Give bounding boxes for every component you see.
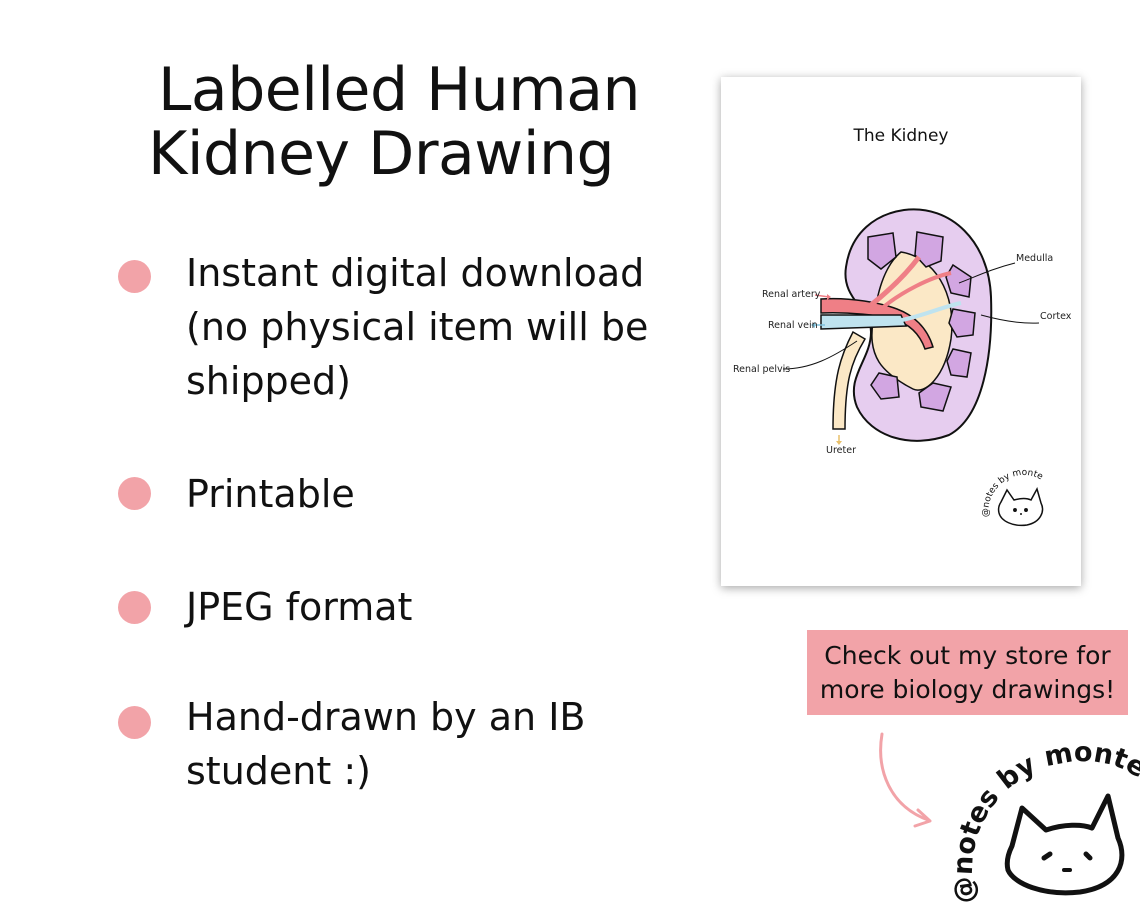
medulla-pyramids xyxy=(867,231,976,412)
label-cortex: Cortex xyxy=(1040,311,1072,322)
cat-face-icon xyxy=(1004,793,1125,896)
label-ureter: Ureter xyxy=(826,445,856,456)
curved-arrow-icon xyxy=(879,732,932,828)
kidney-diagram: @notes by monte xyxy=(782,208,1045,527)
feature-text: JPEG format xyxy=(186,585,413,629)
cat-face-icon xyxy=(997,487,1044,527)
bullet-dot-icon xyxy=(118,477,151,510)
card-title: The Kidney xyxy=(853,126,949,146)
label-renal-vein: Renal vein xyxy=(768,320,818,331)
renal-vein xyxy=(820,314,908,330)
label-renal-pelvis: Renal pelvis xyxy=(733,364,791,375)
brand-logo: @notes by monte xyxy=(948,737,1140,905)
headline: Labelled Human Kidney Drawing xyxy=(148,58,688,186)
bullet-dot-icon xyxy=(118,706,151,739)
ureter-shape xyxy=(832,330,867,430)
bullet-dot-icon xyxy=(118,260,151,293)
bullet-dot-icon xyxy=(118,591,151,624)
label-pointers xyxy=(782,262,1040,370)
feature-text: Hand-drawn by an IB student :) xyxy=(186,695,586,793)
label-renal-artery: Renal artery xyxy=(762,289,821,300)
headline-line-2: Kidney Drawing xyxy=(148,119,615,189)
headline-line-1: Labelled Human xyxy=(158,55,641,125)
label-medulla: Medulla xyxy=(1016,253,1054,264)
feature-text: Printable xyxy=(186,472,355,516)
store-callout[interactable]: Check out my store for more biology draw… xyxy=(807,630,1128,715)
feature-text: Instant digital download (no physical it… xyxy=(186,251,649,403)
